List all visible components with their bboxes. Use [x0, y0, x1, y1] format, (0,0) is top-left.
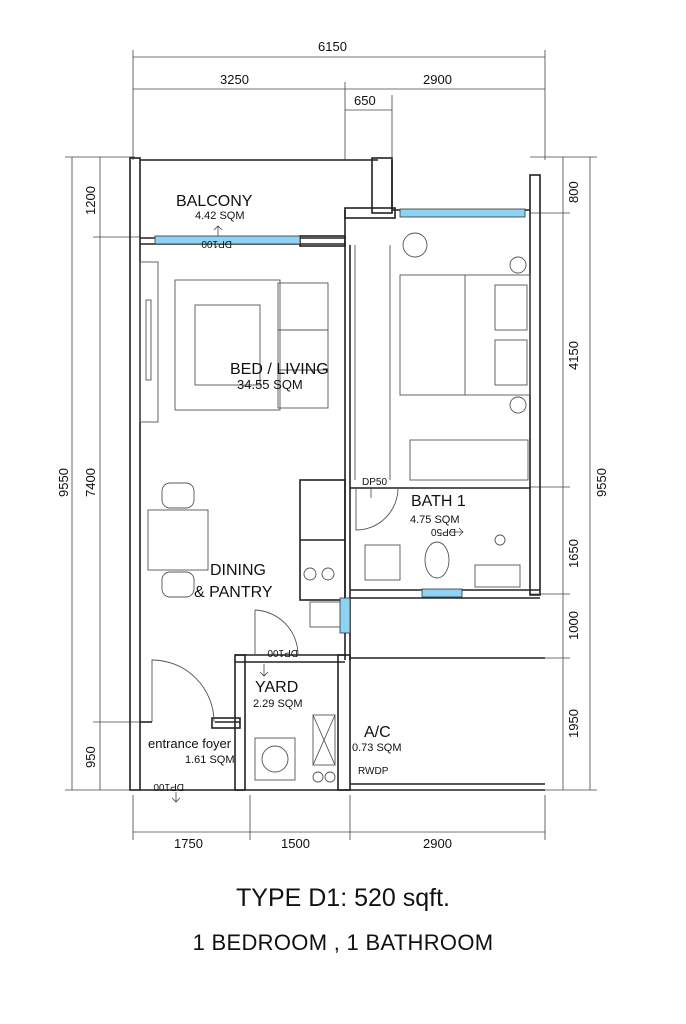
- dim-right-1650: 1650: [566, 539, 581, 568]
- dim-bottom-c: 2900: [423, 836, 452, 851]
- dining-label: DINING: [210, 562, 266, 579]
- walls: [129, 157, 545, 791]
- bath-drain-1: DP50: [362, 477, 387, 488]
- dim-right-total: 9550: [594, 468, 609, 497]
- bath-drain-2: DP50: [431, 526, 456, 537]
- windows: [154, 208, 526, 634]
- dim-bottom-a: 1750: [174, 836, 203, 851]
- dim-top-small: 650: [354, 93, 376, 108]
- pantry-label: & PANTRY: [194, 584, 273, 601]
- ac-area: 0.73 SQM: [352, 742, 402, 754]
- bed-living-label: BED / LIVING: [230, 361, 329, 378]
- yard-label: YARD: [255, 679, 298, 696]
- dim-right-1950: 1950: [566, 709, 581, 738]
- bed-living-area: 34.55 SQM: [237, 377, 303, 392]
- dim-right-1000: 1000: [566, 611, 581, 640]
- foyer-area: 1.61 SQM: [185, 754, 235, 766]
- dim-top-total: 6150: [318, 39, 347, 54]
- left-dimensions: [65, 156, 140, 791]
- balcony-label: BALCONY: [176, 193, 253, 210]
- dim-left-950: 950: [83, 746, 98, 768]
- bath-label: BATH 1: [411, 493, 466, 510]
- yard-area: 2.29 SQM: [253, 698, 303, 710]
- foyer-drain: DP100: [153, 781, 184, 792]
- yard-drain: DP100: [267, 647, 298, 658]
- dim-right-800: 800: [566, 181, 581, 203]
- drain-arrows: [171, 225, 464, 803]
- ac-label: A/C: [364, 724, 391, 741]
- dim-right-4150: 4150: [566, 341, 581, 370]
- plan-type-title: TYPE D1: 520 sqft.: [236, 884, 450, 912]
- dim-left-7400: 7400: [83, 468, 98, 497]
- dim-top-left: 3250: [220, 72, 249, 87]
- dim-left-total: 9550: [56, 468, 71, 497]
- dim-left-1200: 1200: [83, 186, 98, 215]
- dim-bottom-b: 1500: [281, 836, 310, 851]
- ac-drain: RWDP: [358, 766, 389, 777]
- top-dimensions: [132, 50, 546, 160]
- dim-top-right: 2900: [423, 72, 452, 87]
- furniture: [139, 232, 531, 783]
- bath-area: 4.75 SQM: [410, 514, 460, 526]
- foyer-label: entrance foyer: [148, 736, 232, 751]
- balcony-area: 4.42 SQM: [195, 210, 245, 222]
- balcony-drain: DP100: [201, 238, 232, 249]
- bottom-dimensions: [132, 795, 546, 840]
- plan-type-subtitle: 1 BEDROOM , 1 BATHROOM: [192, 930, 494, 955]
- right-dimensions: [530, 156, 597, 791]
